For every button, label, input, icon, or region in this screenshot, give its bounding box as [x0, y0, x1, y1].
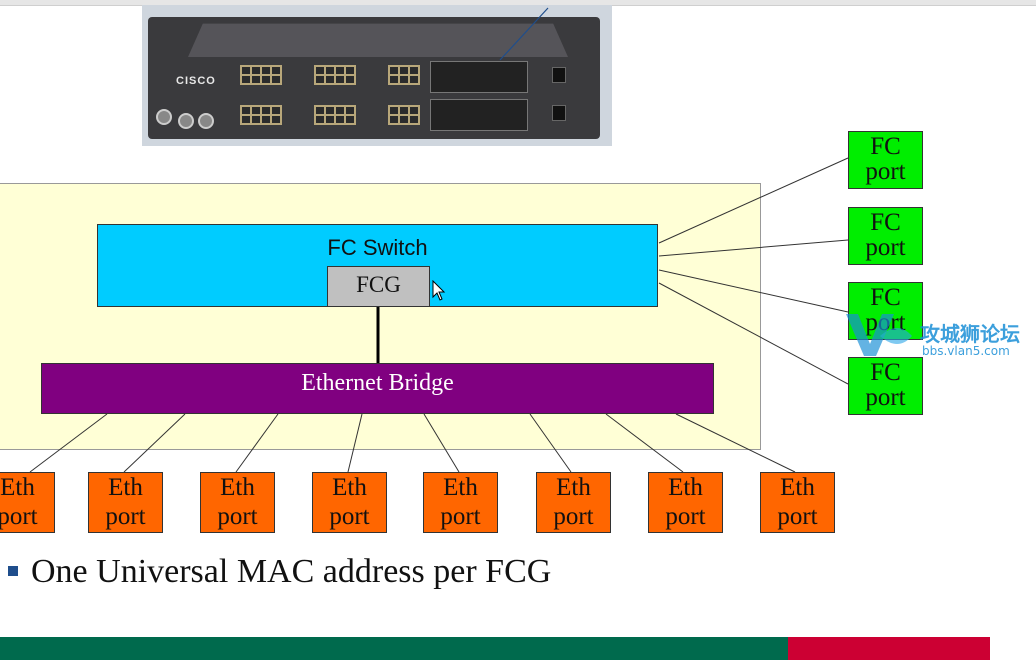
management-port	[198, 113, 214, 129]
power-connector	[552, 67, 566, 83]
fc-port-link	[658, 282, 849, 385]
fc-port-box: FC port	[848, 207, 923, 265]
port-block	[388, 105, 420, 125]
eth-port-line2: port	[777, 503, 818, 530]
eth-port-line2: port	[553, 503, 594, 530]
fc-port-link	[658, 239, 849, 257]
eth-port-line1: Eth	[0, 474, 35, 501]
watermark-url: bbs.vlan5.com	[922, 344, 1010, 358]
fc-port-line2: port	[865, 158, 906, 185]
eth-port-line1: Eth	[443, 474, 478, 501]
fc-port-box: FC port	[848, 357, 923, 415]
eth-port-box: Eth port	[648, 472, 723, 533]
eth-port-box: Eth port	[312, 472, 387, 533]
eth-port-line1: Eth	[556, 474, 591, 501]
eth-port-box: Eth port	[200, 472, 275, 533]
eth-port-link	[675, 413, 796, 473]
port-block	[314, 105, 356, 125]
eth-port-line1: Eth	[220, 474, 255, 501]
eth-port-link	[123, 413, 186, 473]
bullet-text: One Universal MAC address per FCG	[31, 553, 552, 590]
eth-port-line2: port	[440, 503, 481, 530]
management-port	[156, 109, 172, 125]
eth-port-line2: port	[665, 503, 706, 530]
watermark-logo-icon	[846, 314, 912, 356]
fc-switch-label: FC Switch	[327, 235, 428, 260]
pointer-line	[499, 7, 549, 61]
fc-port-link	[658, 157, 849, 244]
switch-chassis: CISCO	[148, 17, 600, 139]
fc-port-link	[658, 269, 849, 313]
watermark: 攻城狮论坛 bbs.vlan5.com	[842, 306, 1036, 366]
port-block	[388, 65, 420, 85]
eth-port-line1: Eth	[668, 474, 703, 501]
bullet-square-icon	[8, 566, 18, 576]
ethernet-bridge-box: Ethernet Bridge	[41, 363, 714, 414]
eth-port-line1: Eth	[780, 474, 815, 501]
eth-port-box: Eth port	[88, 472, 163, 533]
fc-port-line1: FC	[870, 284, 901, 311]
eth-port-box: Eth port	[536, 472, 611, 533]
footer-red-band	[788, 637, 990, 660]
eth-port-line2: port	[329, 503, 370, 530]
switch-device-photo: CISCO	[142, 5, 612, 146]
eth-port-link	[605, 413, 684, 473]
power-connector	[552, 105, 566, 121]
eth-port-box: Eth port	[0, 472, 55, 533]
eth-port-link	[529, 413, 572, 473]
fc-port-line1: FC	[870, 133, 901, 160]
ethernet-bridge-label: Ethernet Bridge	[301, 370, 454, 396]
management-port	[178, 113, 194, 129]
cisco-logo: CISCO	[176, 75, 216, 87]
eth-port-line1: Eth	[332, 474, 367, 501]
port-block	[240, 105, 282, 125]
port-block	[240, 65, 282, 85]
eth-port-box: Eth port	[760, 472, 835, 533]
fc-port-line1: FC	[870, 209, 901, 236]
fcg-box: FCG	[327, 266, 430, 307]
eth-port-line2: port	[217, 503, 258, 530]
eth-port-link	[347, 413, 363, 473]
expansion-slot	[430, 61, 528, 93]
eth-port-line1: Eth	[108, 474, 143, 501]
expansion-slot	[430, 99, 528, 131]
footer-green-band	[0, 637, 788, 660]
eth-port-line2: port	[0, 503, 38, 530]
mouse-cursor-icon	[432, 280, 446, 301]
watermark-title: 攻城狮论坛	[920, 322, 1020, 346]
eth-port-link	[423, 413, 460, 473]
fc-port-line1: FC	[870, 359, 901, 386]
fc-port-line2: port	[865, 384, 906, 411]
port-block	[314, 65, 356, 85]
eth-port-box: Eth port	[423, 472, 498, 533]
eth-port-line2: port	[105, 503, 146, 530]
eth-port-link	[235, 413, 279, 473]
eth-port-link	[29, 413, 108, 473]
fc-port-box: FC port	[848, 131, 923, 189]
fc-port-line2: port	[865, 234, 906, 261]
